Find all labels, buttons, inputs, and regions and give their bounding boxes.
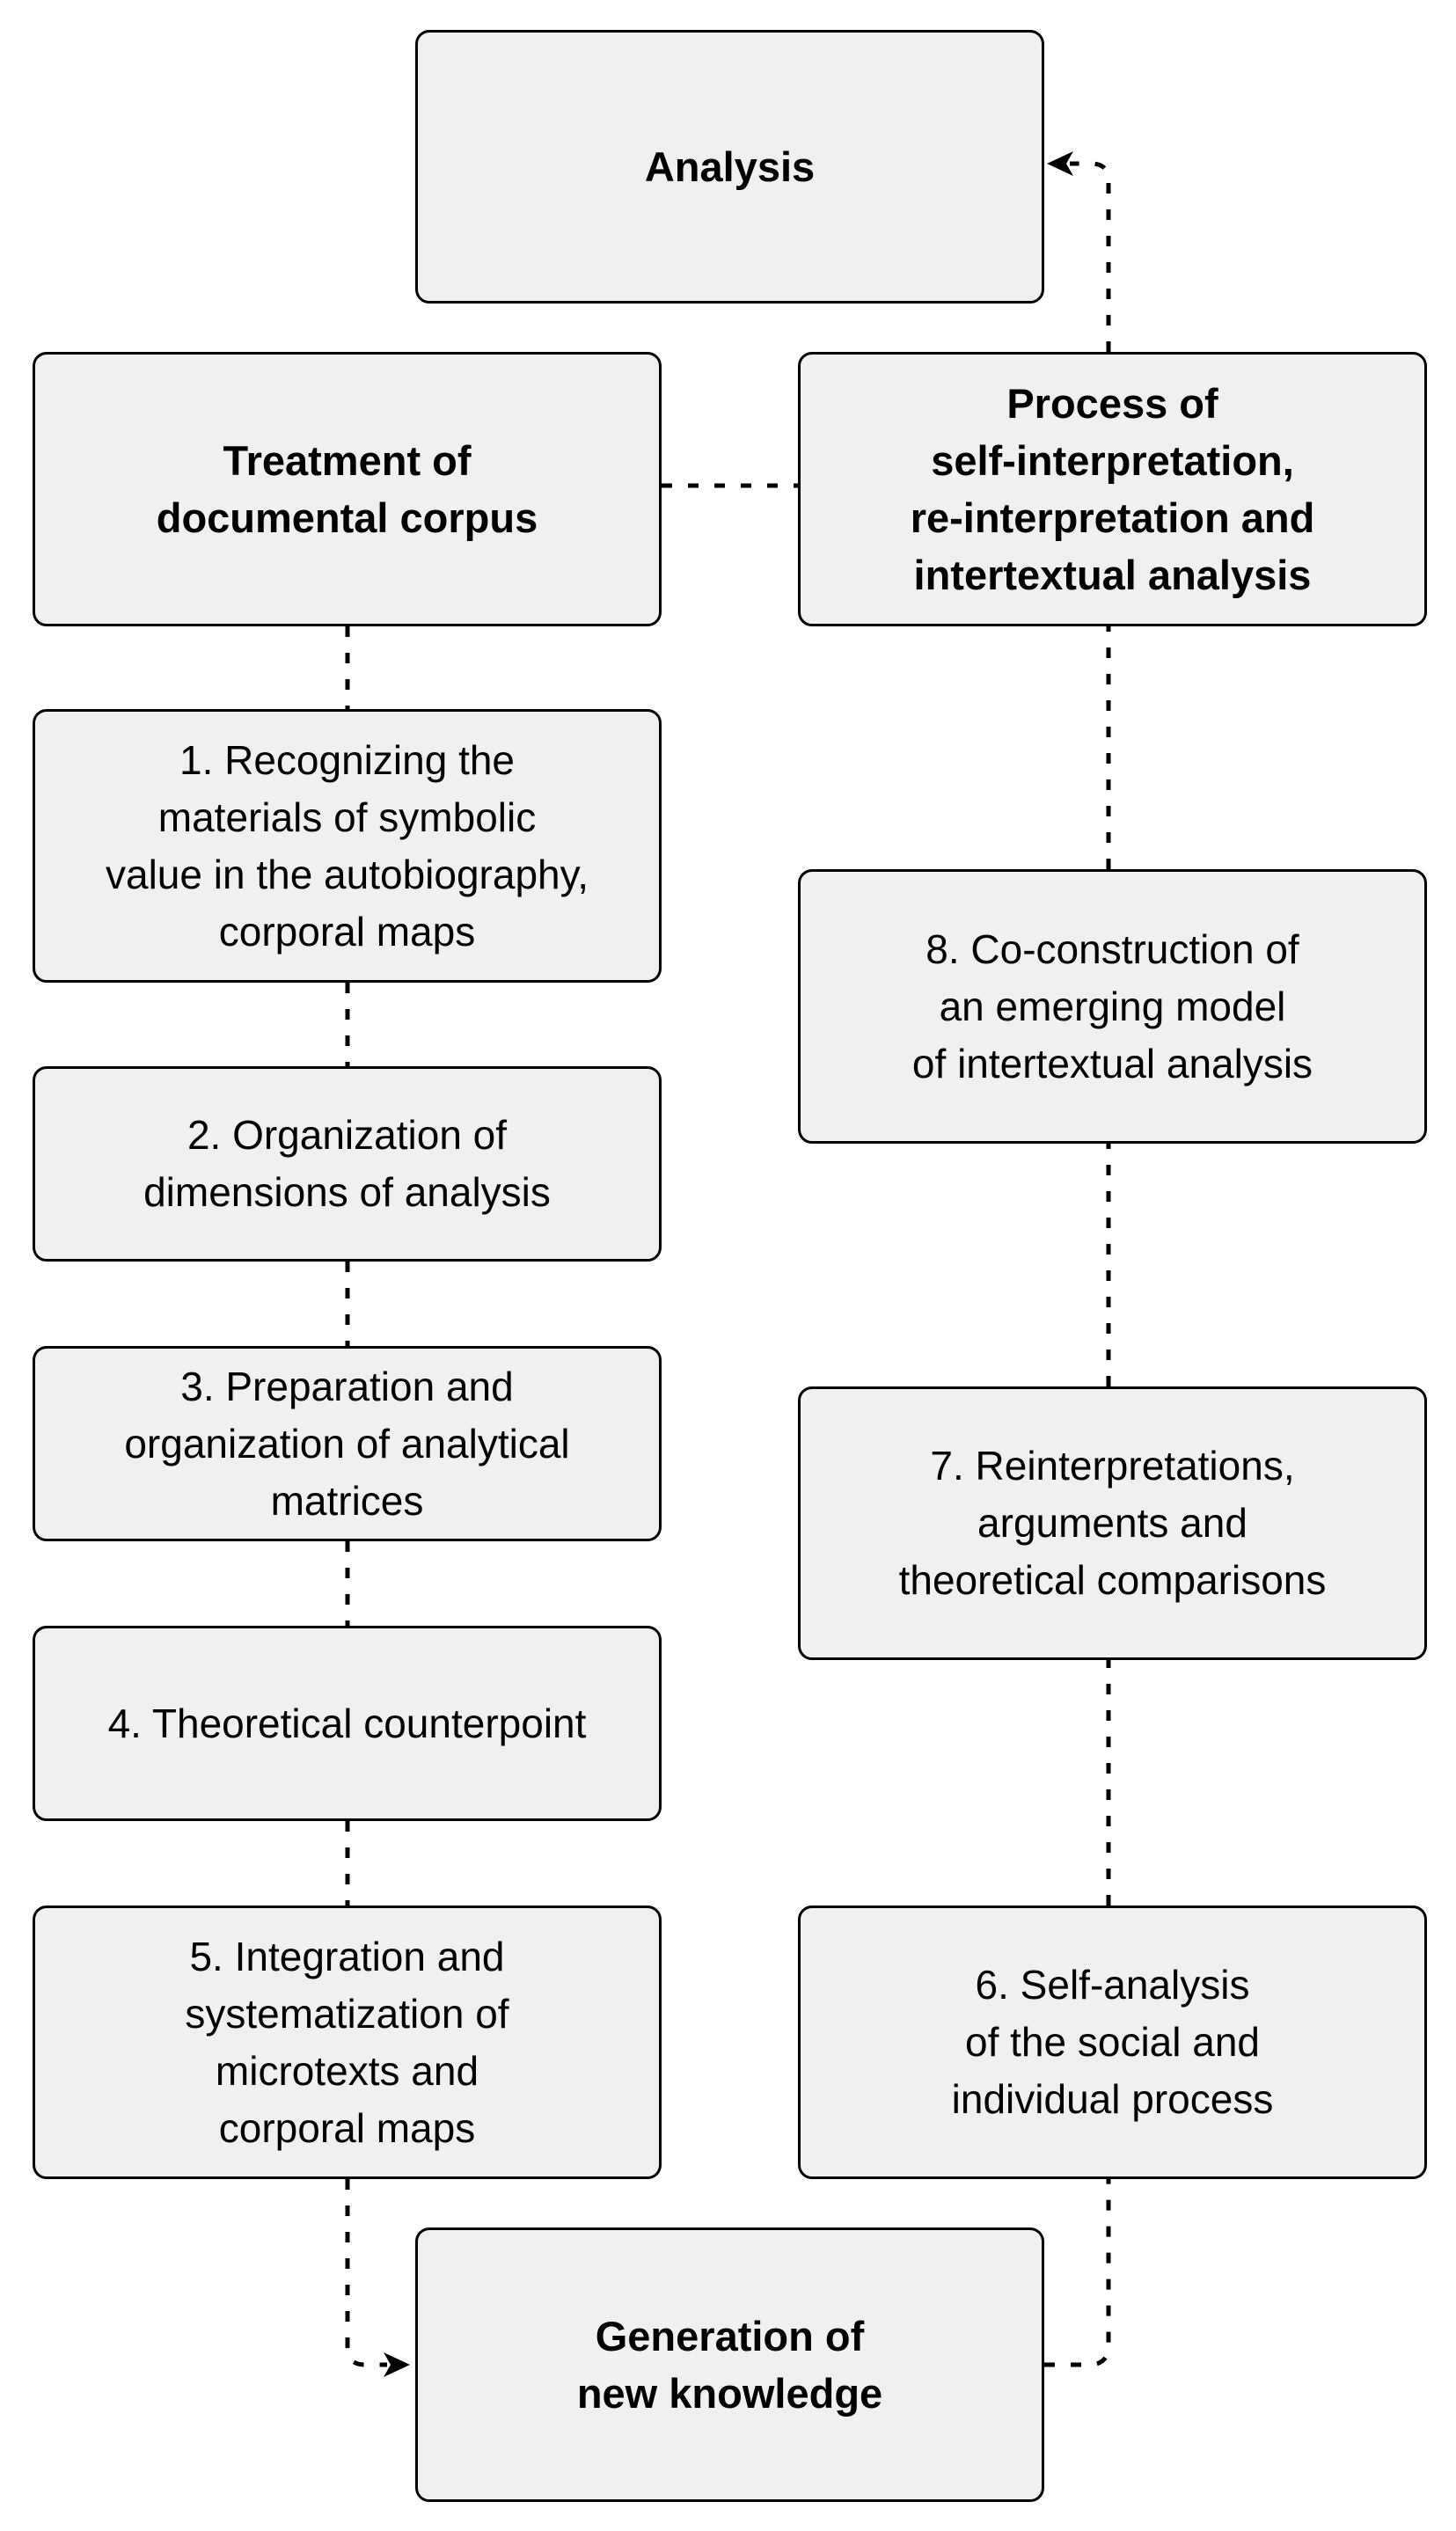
analysis-label: Analysis bbox=[644, 143, 816, 190]
step3-label: 3. Preparation and organization of analy… bbox=[124, 1363, 570, 1524]
step3-box: 3. Preparation and organization of analy… bbox=[33, 1346, 662, 1541]
step6-label: 6. Self-analysis of the social and indiv… bbox=[951, 1962, 1274, 2122]
step4-box: 4. Theoretical counterpoint bbox=[33, 1626, 662, 1821]
treatment-box: Treatment of documental corpus bbox=[33, 352, 662, 626]
treatment-label: Treatment of documental corpus bbox=[156, 437, 538, 541]
step2-label: 2. Organization of dimensions of analysi… bbox=[143, 1112, 551, 1215]
step5-box: 5. Integration and systematization of mi… bbox=[33, 1906, 662, 2179]
step2-box: 2. Organization of dimensions of analysi… bbox=[33, 1066, 662, 1262]
generation-label: Generation of new knowledge bbox=[576, 2313, 883, 2417]
process-box: Process of self-interpretation, re-inter… bbox=[798, 352, 1427, 626]
process-label: Process of self-interpretation, re-inter… bbox=[910, 380, 1315, 598]
edge-generation-step6 bbox=[1044, 2179, 1111, 2367]
step4-label: 4. Theoretical counterpoint bbox=[107, 1700, 587, 1746]
step7-label: 7. Reinterpretations, arguments and theo… bbox=[898, 1443, 1327, 1603]
arrowhead-generation bbox=[384, 2352, 410, 2377]
step1-label: 1. Recognizing the materials of symbolic… bbox=[106, 736, 589, 955]
edge-step5-generation bbox=[345, 2179, 387, 2367]
generation-box: Generation of new knowledge bbox=[415, 2227, 1044, 2502]
step8-box: 8. Co-construction of an emerging model … bbox=[798, 869, 1427, 1144]
arrowhead-analysis bbox=[1047, 151, 1073, 176]
step6-box: 6. Self-analysis of the social and indiv… bbox=[798, 1906, 1427, 2179]
step8-label: 8. Co-construction of an emerging model … bbox=[911, 925, 1313, 1086]
step7-box: 7. Reinterpretations, arguments and theo… bbox=[798, 1386, 1427, 1660]
step1-box: 1. Recognizing the materials of symbolic… bbox=[33, 709, 662, 983]
analysis-box: Analysis bbox=[415, 30, 1044, 304]
step5-label: 5. Integration and systematization of mi… bbox=[185, 1933, 509, 2151]
edge-process-analysis bbox=[1070, 161, 1111, 352]
